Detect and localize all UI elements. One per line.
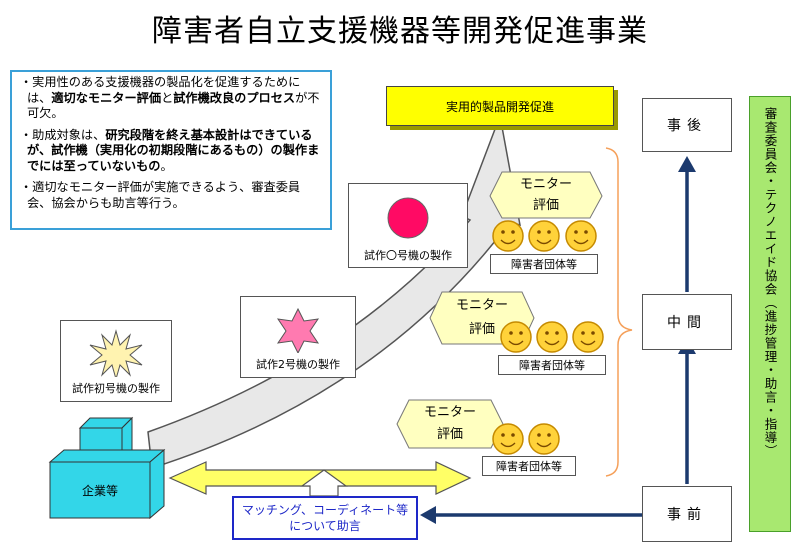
monitor-label-2: モニター評価 xyxy=(455,298,508,337)
stage-middle: 中間 xyxy=(642,294,732,350)
matching-box: マッチング、コーディネート等について助言 xyxy=(232,496,418,540)
monitor-label-3: モニター評価 xyxy=(423,405,476,442)
monitor-bracket xyxy=(605,147,633,477)
prototype-nth-box: 試作〇号機の製作 xyxy=(348,183,468,268)
info-bullet-3: ・適切なモニター評価が実施できるよう、審査委員会、協会からも助言等行う。 xyxy=(20,180,301,210)
committee-bar: 審査委員会・テクノエイド協会（進捗管理・助言・指導） xyxy=(749,96,791,532)
page-title: 障害者自立支援機器等開発促進事業 xyxy=(152,14,648,49)
group-box-1: 障害者団体等 xyxy=(490,254,598,274)
smiley-faces xyxy=(492,220,604,455)
prototype-nth-label: 試作〇号機の製作 xyxy=(364,249,452,262)
monitor-label-1: モニター評価 xyxy=(519,177,572,213)
prototype-second-label: 試作2号機の製作 xyxy=(256,358,340,371)
company-blocks xyxy=(48,416,166,520)
up-arrow xyxy=(300,469,348,497)
circle-icon xyxy=(387,197,429,239)
info-bullet-2: ・助成対象は、研究段階を終え基本設計はできているが、試作機（実用化の初期段階にあ… xyxy=(20,127,320,173)
company-label: 企業等 xyxy=(81,484,118,498)
info-box: ・実用性のある支援機器の製品化を促進するためには、適切なモニター評価と試作機改良… xyxy=(10,70,332,230)
practical-development-box: 実用的製品開発促進 xyxy=(386,86,614,126)
stage-before: 事前 xyxy=(642,486,732,542)
prototype-first-box: 試作初号機の製作 xyxy=(60,320,172,402)
group-box-2: 障害者団体等 xyxy=(498,355,606,375)
info-bullet-1: ・実用性のある支援機器の製品化を促進するためには、適切なモニター評価と試作機改良… xyxy=(20,75,320,120)
prototype-first-label: 試作初号機の製作 xyxy=(72,382,160,395)
stage-after: 事後 xyxy=(642,98,732,152)
group-box-3: 障害者団体等 xyxy=(482,456,576,476)
prototype-second-box: 試作2号機の製作 xyxy=(240,296,356,378)
